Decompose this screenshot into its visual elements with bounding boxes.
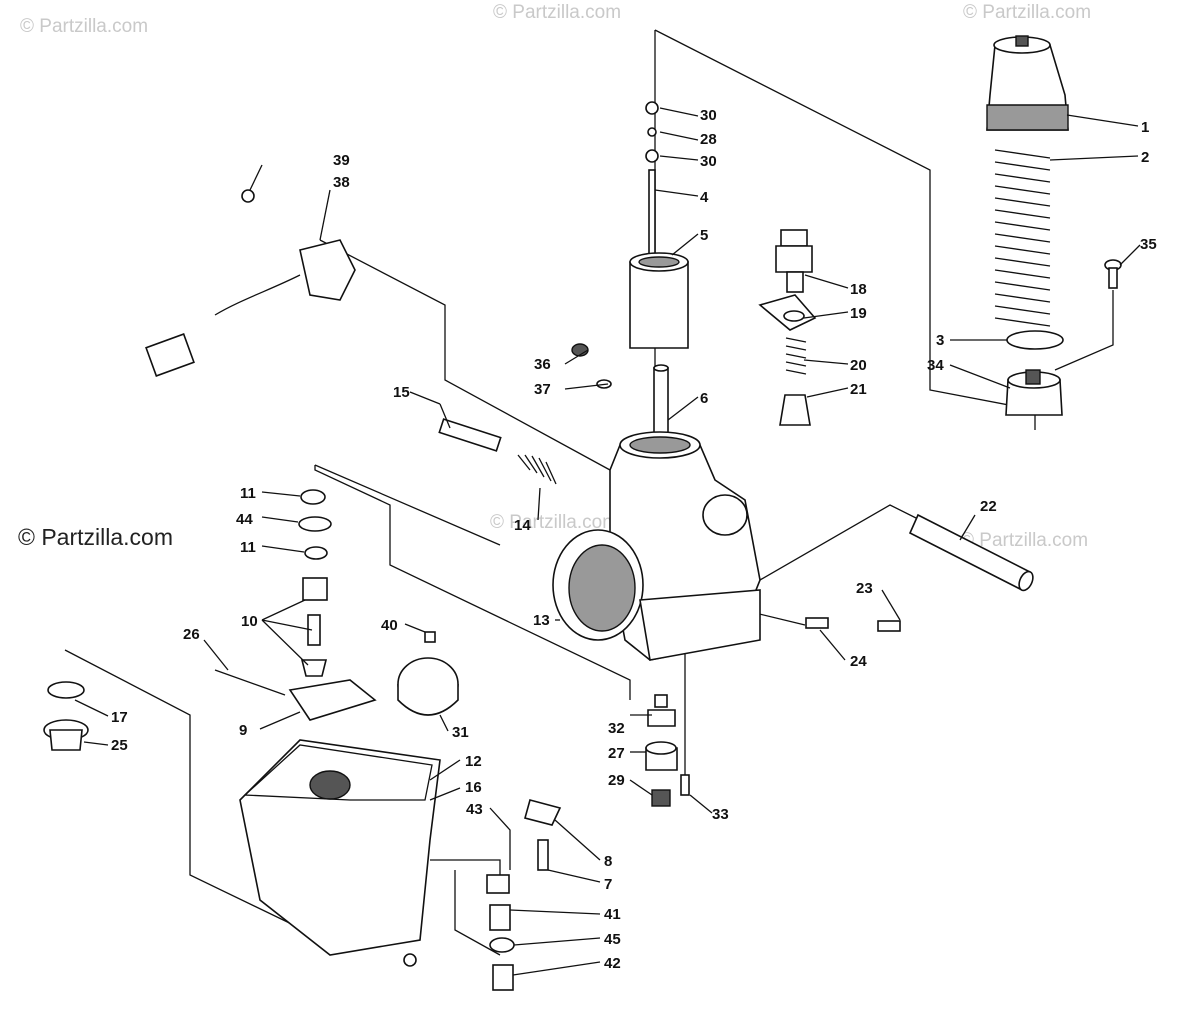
watermark-top-right: © Partzilla.com bbox=[963, 2, 1091, 23]
washer-11-bottom bbox=[304, 546, 328, 560]
throttle-valve bbox=[629, 252, 689, 349]
screw-35 bbox=[1104, 259, 1122, 289]
pilot-screw bbox=[438, 418, 502, 452]
callout-36: 36 bbox=[534, 356, 551, 373]
screw-7 bbox=[537, 839, 549, 871]
callout-16: 16 bbox=[465, 779, 482, 796]
jet-needle bbox=[648, 169, 656, 266]
float-pin bbox=[214, 669, 286, 696]
mixing-chamber-top bbox=[1005, 369, 1063, 416]
callout-43: 43 bbox=[466, 801, 483, 818]
watermark-mid-right: © Partzilla.com bbox=[960, 530, 1088, 551]
drain-plug-25 bbox=[43, 719, 89, 751]
clip-28 bbox=[647, 127, 657, 137]
clamp-45 bbox=[489, 937, 515, 953]
watermark-center: © Partzilla.com bbox=[490, 512, 618, 533]
callout-1: 1 bbox=[1141, 119, 1149, 136]
callout-28: 28 bbox=[700, 131, 717, 148]
pilot-spring bbox=[517, 454, 557, 485]
main-jet-assembly bbox=[645, 694, 690, 807]
callout-44: 44 bbox=[236, 511, 253, 528]
callout-14: 14 bbox=[514, 517, 531, 534]
throttle-sensor bbox=[145, 189, 356, 377]
callout-24: 24 bbox=[850, 653, 867, 670]
gasket-17 bbox=[47, 681, 85, 699]
needle-valve bbox=[300, 577, 328, 677]
callout-13: 13 bbox=[533, 612, 550, 629]
callout-7: 7 bbox=[604, 876, 612, 893]
washer-44 bbox=[298, 516, 332, 532]
washer-11-top bbox=[300, 489, 326, 505]
callout-42: 42 bbox=[604, 955, 621, 972]
callout-38: 38 bbox=[333, 174, 350, 191]
tube-41 bbox=[489, 904, 511, 931]
watermark-top-center: © Partzilla.com bbox=[493, 2, 621, 23]
callout-12: 12 bbox=[465, 753, 482, 770]
callout-23: 23 bbox=[856, 580, 873, 597]
watermark-mid-left: © Partzilla.com bbox=[18, 524, 173, 550]
throttle-spring bbox=[994, 149, 1051, 327]
callout-2: 2 bbox=[1141, 149, 1149, 166]
idle-rod bbox=[908, 513, 1034, 592]
callout-31: 31 bbox=[452, 724, 469, 741]
carburetor-cap bbox=[986, 35, 1069, 131]
callout-18: 18 bbox=[850, 281, 867, 298]
spring-24 bbox=[805, 617, 829, 629]
spring-seat bbox=[1006, 330, 1064, 350]
callout-41: 41 bbox=[604, 906, 621, 923]
callout-17: 17 bbox=[111, 709, 128, 726]
fitting-43 bbox=[486, 874, 510, 894]
callout-4: 4 bbox=[700, 189, 709, 206]
watermark-top-left: © Partzilla.com bbox=[20, 16, 148, 37]
callout-22: 22 bbox=[980, 498, 997, 515]
clip-30-bottom bbox=[645, 149, 659, 163]
callout-39: 39 bbox=[333, 152, 350, 169]
callout-45: 45 bbox=[604, 931, 621, 948]
callout-37: 37 bbox=[534, 381, 551, 398]
callout-11-top: 11 bbox=[240, 485, 256, 502]
callout-labels: 1 2 3 4 5 6 7 8 9 10 11 11 12 13 14 15 1… bbox=[111, 107, 1157, 972]
callout-33: 33 bbox=[712, 806, 729, 823]
callout-25: 25 bbox=[111, 737, 128, 754]
callout-15: 15 bbox=[393, 384, 410, 401]
callout-20: 20 bbox=[850, 357, 867, 374]
callout-6: 6 bbox=[700, 390, 708, 407]
callout-34: 34 bbox=[927, 357, 944, 374]
leader-lines bbox=[74, 107, 1141, 976]
callout-9: 9 bbox=[239, 722, 247, 739]
callout-27: 27 bbox=[608, 745, 625, 762]
clip-30-top bbox=[645, 101, 659, 115]
callout-21: 21 bbox=[850, 381, 867, 398]
starter-assembly bbox=[758, 229, 817, 426]
callout-35: 35 bbox=[1140, 236, 1157, 253]
plug-42 bbox=[492, 964, 514, 991]
callout-8: 8 bbox=[604, 853, 612, 870]
callout-30-top: 30 bbox=[700, 107, 717, 124]
callout-3: 3 bbox=[936, 332, 944, 349]
callout-30-bottom: 30 bbox=[700, 153, 717, 170]
callout-40: 40 bbox=[381, 617, 398, 634]
callout-29: 29 bbox=[608, 772, 625, 789]
callout-32: 32 bbox=[608, 720, 625, 737]
callout-5: 5 bbox=[700, 227, 708, 244]
screw-23 bbox=[877, 620, 901, 632]
callout-19: 19 bbox=[850, 305, 867, 322]
float bbox=[397, 631, 459, 716]
float-arm bbox=[288, 679, 377, 721]
callout-10: 10 bbox=[241, 613, 258, 630]
callout-11-bottom: 11 bbox=[240, 539, 256, 556]
carburetor-body bbox=[552, 431, 761, 661]
callout-26: 26 bbox=[183, 626, 200, 643]
float-bowl bbox=[239, 739, 441, 967]
plate-8 bbox=[524, 799, 562, 826]
